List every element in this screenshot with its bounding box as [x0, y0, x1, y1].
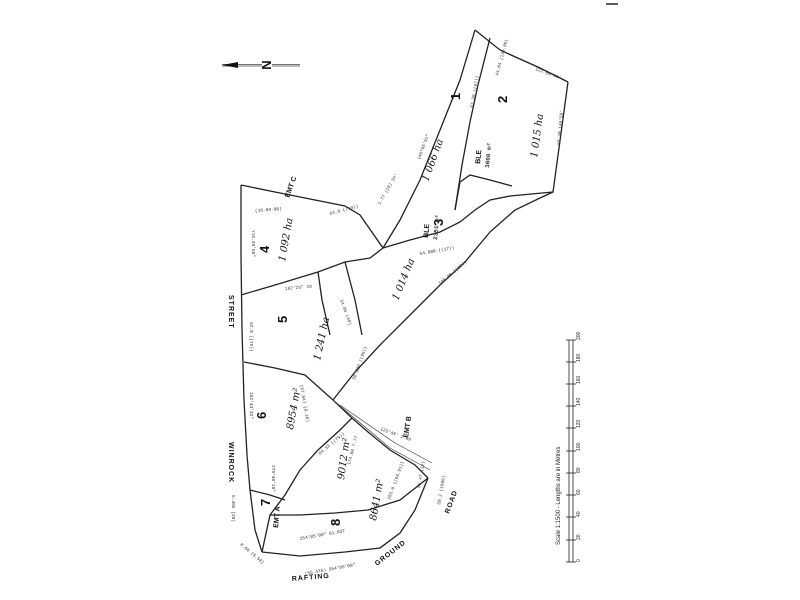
svg-text:62.0 ((75)): 62.0 ((75))	[248, 322, 254, 352]
street-name-ground: GROUND	[374, 539, 408, 567]
scale-tick-0: 0	[576, 559, 582, 562]
scale-tick-160: 160	[576, 375, 582, 384]
scale-tick-200: 200	[576, 331, 582, 340]
svg-text:20.2 (1600): 20.2 (1600)	[436, 475, 447, 505]
north-arrow-icon: N	[222, 60, 300, 70]
svg-text:62.47 (12): 62.47 (12)	[416, 461, 427, 489]
svg-text:8.66 (8.50): 8.66 (8.50)	[239, 542, 266, 566]
lot-number-1: 1	[448, 93, 463, 100]
lot-number-3: 3	[431, 219, 446, 226]
scale-bar: 0 20 40 60 80 100 120 140 160 180 200 Sc…	[556, 331, 582, 563]
scale-tick-20: 20	[576, 534, 582, 540]
lot-number-8: 8	[328, 519, 343, 526]
street-name-winrock: WINROCK	[227, 442, 234, 483]
svg-text:255.0 ((69.91)): 255.0 ((69.91))	[386, 461, 405, 501]
lot-number-6: 6	[254, 412, 269, 419]
lot-area-8: 8641 m²	[368, 478, 386, 521]
svg-text:5.465 (28): 5.465 (28)	[230, 495, 236, 522]
svg-text:122.00°00': 122.00°00'	[534, 66, 561, 81]
dimension-annotations: (16.98-00) 54.0 ((19)) Y16.39'50" 1.77 (…	[230, 38, 565, 577]
scale-tick-60: 60	[576, 489, 582, 495]
ble-label-a: BLE	[423, 223, 431, 238]
svg-text:44.84 (130.06): 44.84 (130.06)	[494, 38, 510, 76]
svg-text:64.888 ((17)): 64.888 ((17))	[419, 245, 455, 257]
lot-number-2: 2	[495, 96, 510, 103]
svg-text:162'25" 28: 162'25" 28	[285, 284, 313, 292]
ble-area-a: 2351 m²	[432, 214, 441, 240]
lot-number-5: 5	[275, 316, 290, 323]
street-name-road: ROAD	[444, 489, 459, 515]
street-name-rafting: RAFTING	[292, 573, 331, 583]
lot-number-4: 4	[257, 245, 272, 253]
scale-tick-80: 80	[576, 467, 582, 473]
svg-text:188.00 ((10)): 188.00 ((10))	[437, 259, 468, 286]
lot-lines	[240, 37, 554, 553]
svg-text:97.30 ((07)): 97.30 ((07))	[469, 75, 481, 108]
scale-label: Scale 1:1500 - Lengths are in Metres	[556, 447, 562, 545]
easement-c-label: EMT C	[284, 176, 298, 199]
scale-tick-100: 100	[576, 442, 582, 451]
street-name-street: STREET	[227, 295, 234, 329]
svg-text:1.77 (18) 34': 1.77 (18) 34'	[377, 173, 400, 206]
north-label: N	[259, 60, 274, 69]
lot-area-2: 1 015 ha	[529, 113, 546, 158]
svg-text:(16.98-00): (16.98-00)	[255, 206, 282, 214]
easement-b-label: EMT B	[403, 416, 413, 439]
scale-tick-120: 120	[576, 419, 582, 428]
svg-text:58.206 ((99)): 58.206 ((99))	[351, 346, 369, 381]
boundary	[240, 29, 569, 557]
svg-text:55.2M 149°56': 55.2M 149°56'	[556, 110, 565, 145]
svg-text:34.85 (68): 34.85 (68)	[338, 299, 353, 326]
svg-text:254°05'00" 81.837: 254°05'00" 81.837	[299, 528, 346, 542]
lot-area-6: 8954 m²	[285, 387, 303, 430]
easement-a-label: EMT A	[273, 506, 282, 528]
scale-tick-140: 140	[576, 397, 582, 406]
lot-area-5: 1 241 ha	[312, 316, 332, 362]
lot-number-7: 7	[258, 499, 273, 506]
scale-tick-40: 40	[576, 511, 582, 517]
svg-text:Y16.39'50": Y16.39'50"	[250, 230, 256, 257]
ble-area-b: 3600 m²	[484, 142, 493, 168]
lot-area-4: 1 092 ha	[277, 217, 296, 262]
lot-area-3: 1 014 ha	[391, 257, 418, 302]
scale-tick-180: 180	[576, 353, 582, 362]
ble-label-b: BLE	[475, 149, 483, 164]
svg-text:162°44'32": 162°44'32"	[248, 392, 254, 419]
svg-text:279°40'10": 279°40'10"	[270, 465, 276, 492]
